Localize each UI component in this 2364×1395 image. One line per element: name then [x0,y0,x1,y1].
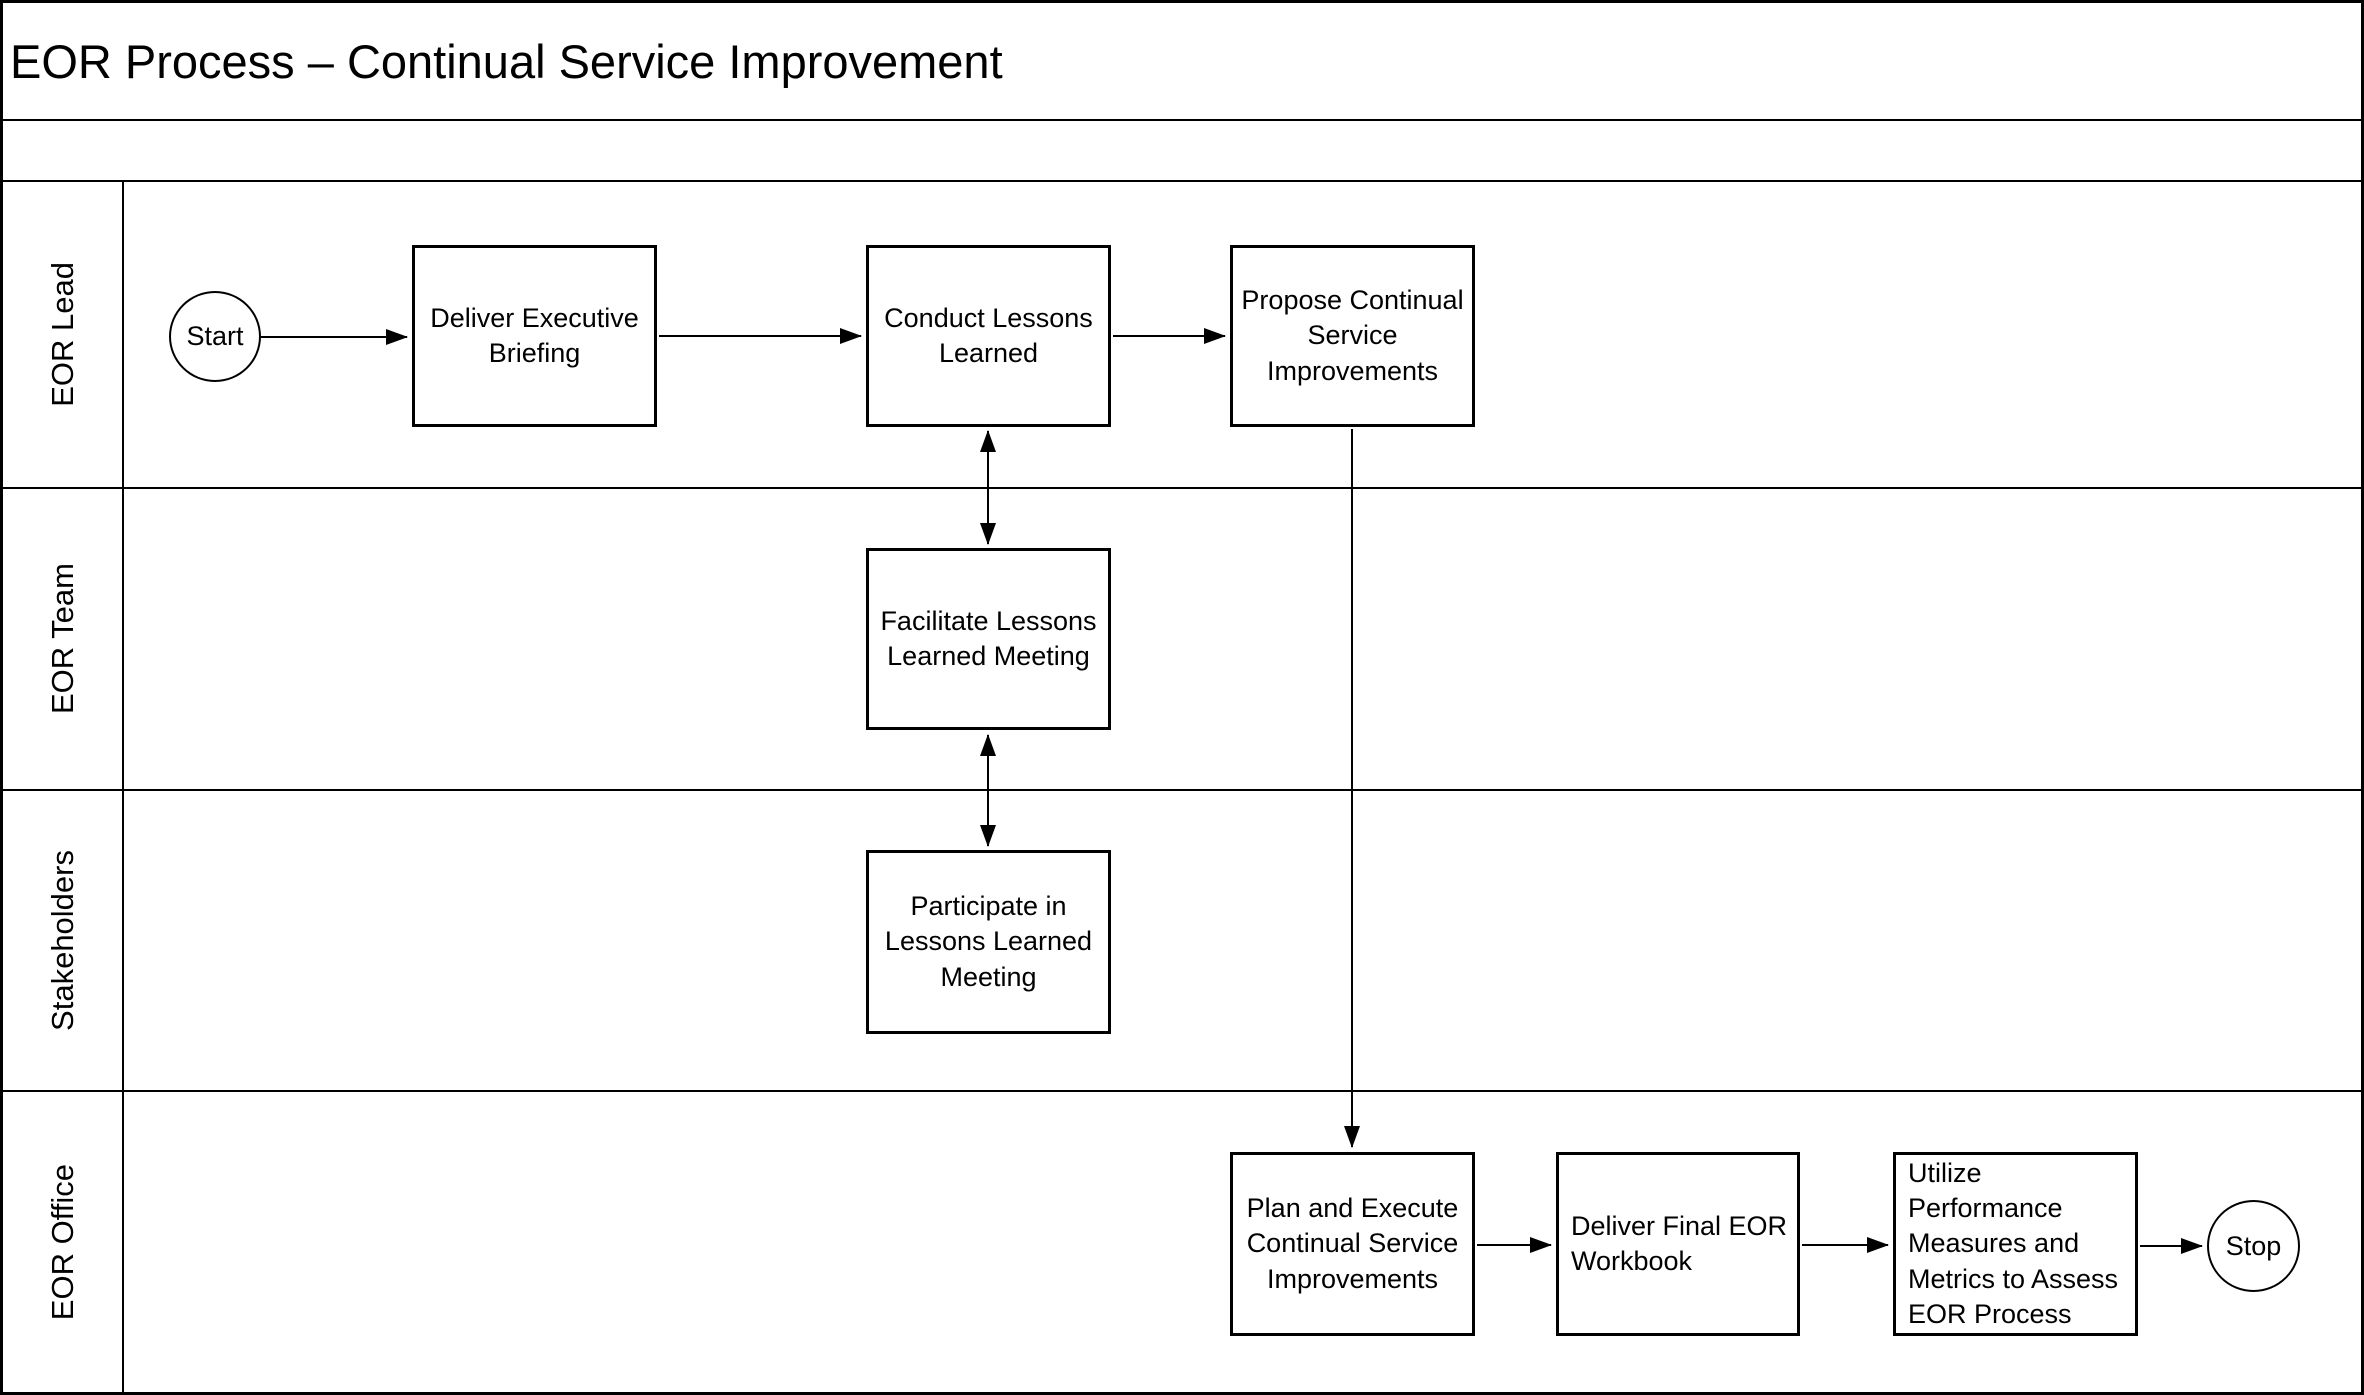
lane-label-eor-office: EOR Office [3,1092,124,1392]
lane-label-eor-lead: EOR Lead [3,182,124,487]
start-label: Start [186,321,244,351]
process-label: Facilitate Lessons Learned Meeting [880,605,1097,671]
lane-label-stakeholders: Stakeholders [3,791,124,1090]
process-deliver-final-eor-workbook: Deliver Final EOR Workbook [1556,1152,1800,1336]
process-propose-continual-service-improvements: Propose Continual Service Improvements [1230,245,1475,427]
lane-eor-lead: EOR Lead [3,182,2361,489]
lane-label-text: EOR Team [44,563,80,715]
process-label: Propose Continual Service Improvements [1241,285,1464,386]
process-utilize-performance-measures: Utilize Performance Measures and Metrics… [1893,1152,2138,1336]
lane-label-eor-team: EOR Team [3,489,124,789]
process-participate-in-lessons-learned-meeting: Participate in Lessons Learned Meeting [866,850,1111,1034]
process-label: Participate in Lessons Learned Meeting [884,891,1093,992]
lane-label-text: EOR Lead [44,262,80,407]
process-facilitate-lessons-learned-meeting: Facilitate Lessons Learned Meeting [866,548,1111,730]
process-label: Conduct Lessons Learned [884,302,1093,368]
stop-label: Stop [2225,1230,2282,1261]
diagram-title: EOR Process – Continual Service Improvem… [10,34,1003,88]
process-conduct-lessons-learned: Conduct Lessons Learned [866,245,1111,427]
lane-label-text: Stakeholders [44,850,80,1031]
stop-terminator: Stop [2207,1200,2300,1292]
spacer-band [3,121,2361,182]
lane-eor-team: EOR Team [3,489,2361,791]
process-label: Deliver Final EOR Workbook [1571,1210,1788,1276]
lane-label-text: EOR Office [44,1163,80,1321]
lane-eor-office: EOR Office [3,1092,2361,1392]
process-plan-and-execute-continual-service-improvements: Plan and Execute Continual Service Impro… [1230,1152,1475,1336]
process-label: Plan and Execute Continual Service Impro… [1246,1193,1459,1294]
title-band: EOR Process – Continual Service Improvem… [3,3,2361,121]
process-label: Deliver Executive Briefing [430,302,639,368]
start-terminator: Start [169,291,261,382]
process-label: Utilize Performance Measures and Metrics… [1908,1158,2119,1329]
lane-stakeholders: Stakeholders [3,791,2361,1092]
process-deliver-executive-briefing: Deliver Executive Briefing [412,245,657,427]
